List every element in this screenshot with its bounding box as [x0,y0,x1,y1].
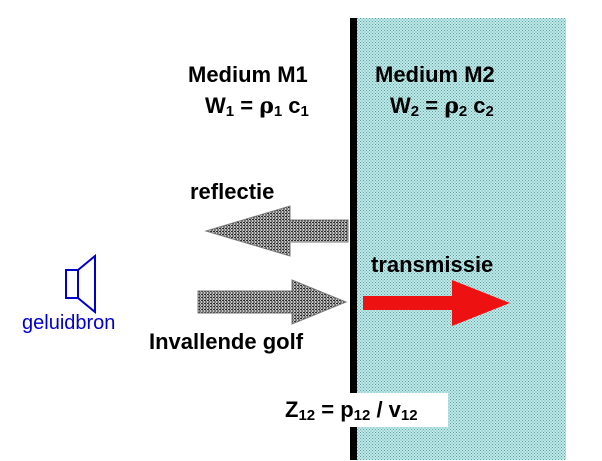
formula-z-sub: 12 [298,407,316,424]
medium2-title: Medium M2 [375,62,495,87]
medium2-c-sub: 2 [485,103,494,120]
medium2-equation: W2 = ρ2 c2 [390,93,494,120]
medium1-c-sub: 1 [300,103,309,120]
medium1-eq: = [234,93,260,118]
incident-label: Invallende golf [149,329,304,354]
impedance-formula: Z12 = p12 / v12 [285,397,418,424]
medium1-title: Medium M1 [188,62,308,87]
formula-z: Z [285,397,299,422]
medium1-equation: W1 = ρ1 c1 [205,93,309,120]
formula-v: / v [370,397,401,422]
medium2-region [353,18,566,460]
medium2-c: c [467,93,486,118]
reflection-label: reflectie [190,179,275,204]
reflection-arrow [204,205,349,257]
medium2-eq: = [419,93,445,118]
medium1-c: c [282,93,301,118]
speaker-icon [65,253,96,315]
transmission-arrow [363,280,510,326]
medium1-rho-sub: 1 [273,103,283,120]
formula-p-sub: 12 [353,407,371,424]
formula-v-sub: 12 [400,407,418,424]
source-label: geluidbron [22,312,116,334]
formula-box [280,393,448,427]
formula-p: = p [315,397,354,422]
medium2-w: W [390,93,411,118]
transmission-label: transmissie [371,252,494,277]
boundary-line [350,18,357,460]
medium2-rho-sub: 2 [458,103,468,120]
medium1-rho: ρ [259,93,274,119]
medium1-w-sub: 1 [225,103,235,120]
incident-arrow [197,279,348,325]
medium2-w-sub: 2 [410,103,420,120]
medium1-w: W [205,93,226,118]
medium2-rho: ρ [444,93,459,119]
